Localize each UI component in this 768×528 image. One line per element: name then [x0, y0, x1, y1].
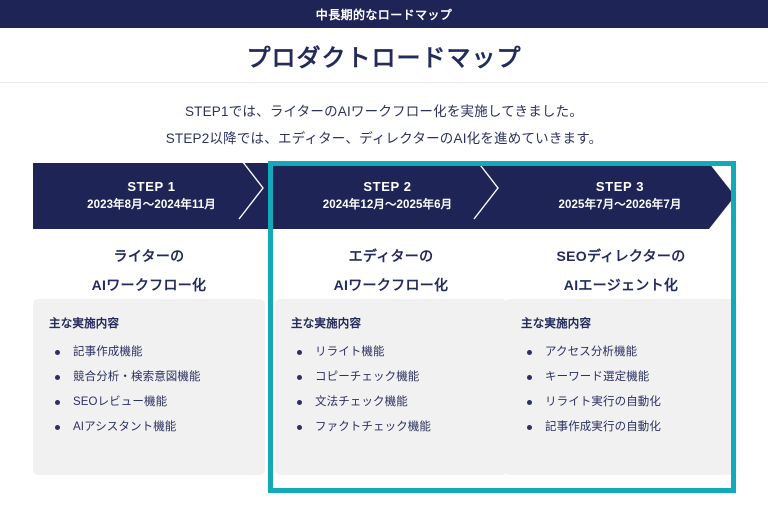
list-item: 競合分析・検索意図機能	[47, 365, 251, 390]
intro-text-block: STEP1では、ライターのAIワークフロー化を実施してきました。 STEP2以降…	[0, 83, 768, 152]
step-banner-cell-1: STEP 1 2023年8月〜2024年11月	[33, 163, 270, 229]
step-banner: STEP 1 2023年8月〜2024年11月 STEP 2 2024年12月〜…	[33, 163, 735, 229]
list-item: リライト機能	[289, 340, 493, 365]
step-2-card: 主な実施内容 リライト機能 コピーチェック機能 文法チェック機能 ファクトチェッ…	[275, 299, 507, 475]
step-3-headline: SEOディレクターの AIエージェント化	[505, 235, 737, 299]
step-2-card-title: 主な実施内容	[291, 318, 362, 330]
step-2-headline-line-1: エディターの	[348, 248, 434, 264]
step-2-headline-line-2: AIワークフロー化	[333, 277, 449, 293]
step-3-headline-line-1: SEOディレクターの	[556, 248, 686, 264]
step-3-name: STEP 3	[595, 179, 645, 194]
list-item: AIアシスタント機能	[47, 415, 251, 440]
step-3-card-title: 主な実施内容	[521, 318, 592, 330]
list-item: キーワード選定機能	[519, 365, 723, 390]
step-1-headline: ライターの AIワークフロー化	[33, 235, 265, 299]
step-2-headline: エディターの AIワークフロー化	[275, 235, 507, 299]
step-1-name: STEP 1	[127, 179, 176, 194]
page-title-bar: プロダクトロードマップ	[0, 28, 768, 83]
step-3-item-list: アクセス分析機能 キーワード選定機能 リライト実行の自動化 記事作成実行の自動化	[519, 340, 723, 440]
step-1-period: 2023年8月〜2024年11月	[87, 199, 216, 211]
list-item: アクセス分析機能	[519, 340, 723, 365]
list-item: 記事作成機能	[47, 340, 251, 365]
step-column-2: エディターの AIワークフロー化 主な実施内容 リライト機能 コピーチェック機能…	[275, 235, 507, 475]
step-1-headline-line-2: AIワークフロー化	[91, 277, 207, 293]
list-item: 文法チェック機能	[289, 390, 493, 415]
page-title: プロダクトロードマップ	[246, 44, 522, 72]
step-2-item-list: リライト機能 コピーチェック機能 文法チェック機能 ファクトチェック機能	[289, 340, 493, 440]
step-3-headline-line-2: AIエージェント化	[563, 277, 679, 293]
list-item: コピーチェック機能	[289, 365, 493, 390]
top-banner: 中長期的なロードマップ	[0, 0, 768, 28]
step-1-headline-line-1: ライターの	[113, 248, 185, 264]
step-banner-cell-3: STEP 3 2025年7月〜2026年7月	[505, 163, 735, 229]
roadmap-diagram: STEP 1 2023年8月〜2024年11月 STEP 2 2024年12月〜…	[0, 155, 768, 505]
step-column-3: SEOディレクターの AIエージェント化 主な実施内容 アクセス分析機能 キーワ…	[505, 235, 737, 475]
intro-line-1: STEP1では、ライターのAIワークフロー化を実施してきました。	[184, 104, 584, 119]
intro-line-2: STEP2以降では、エディター、ディレクターのAI化を進めていきます。	[165, 131, 603, 146]
list-item: 記事作成実行の自動化	[519, 415, 723, 440]
step-column-1: ライターの AIワークフロー化 主な実施内容 記事作成機能 競合分析・検索意図機…	[33, 235, 265, 475]
list-item: ファクトチェック機能	[289, 415, 493, 440]
step-1-item-list: 記事作成機能 競合分析・検索意図機能 SEOレビュー機能 AIアシスタント機能	[47, 340, 251, 440]
step-2-period: 2024年12月〜2025年6月	[322, 199, 453, 211]
step-1-card: 主な実施内容 記事作成機能 競合分析・検索意図機能 SEOレビュー機能 AIアシ…	[33, 299, 265, 475]
step-banner-cell-2: STEP 2 2024年12月〜2025年6月	[270, 163, 505, 229]
list-item: リライト実行の自動化	[519, 390, 723, 415]
step-3-period: 2025年7月〜2026年7月	[558, 199, 682, 211]
step-1-card-title: 主な実施内容	[49, 318, 120, 330]
step-2-name: STEP 2	[363, 179, 412, 194]
step-columns: ライターの AIワークフロー化 主な実施内容 記事作成機能 競合分析・検索意図機…	[0, 235, 768, 495]
step-3-card: 主な実施内容 アクセス分析機能 キーワード選定機能 リライト実行の自動化 記事作…	[505, 299, 737, 475]
list-item: SEOレビュー機能	[47, 390, 251, 415]
top-banner-label: 中長期的なロードマップ	[315, 7, 453, 22]
